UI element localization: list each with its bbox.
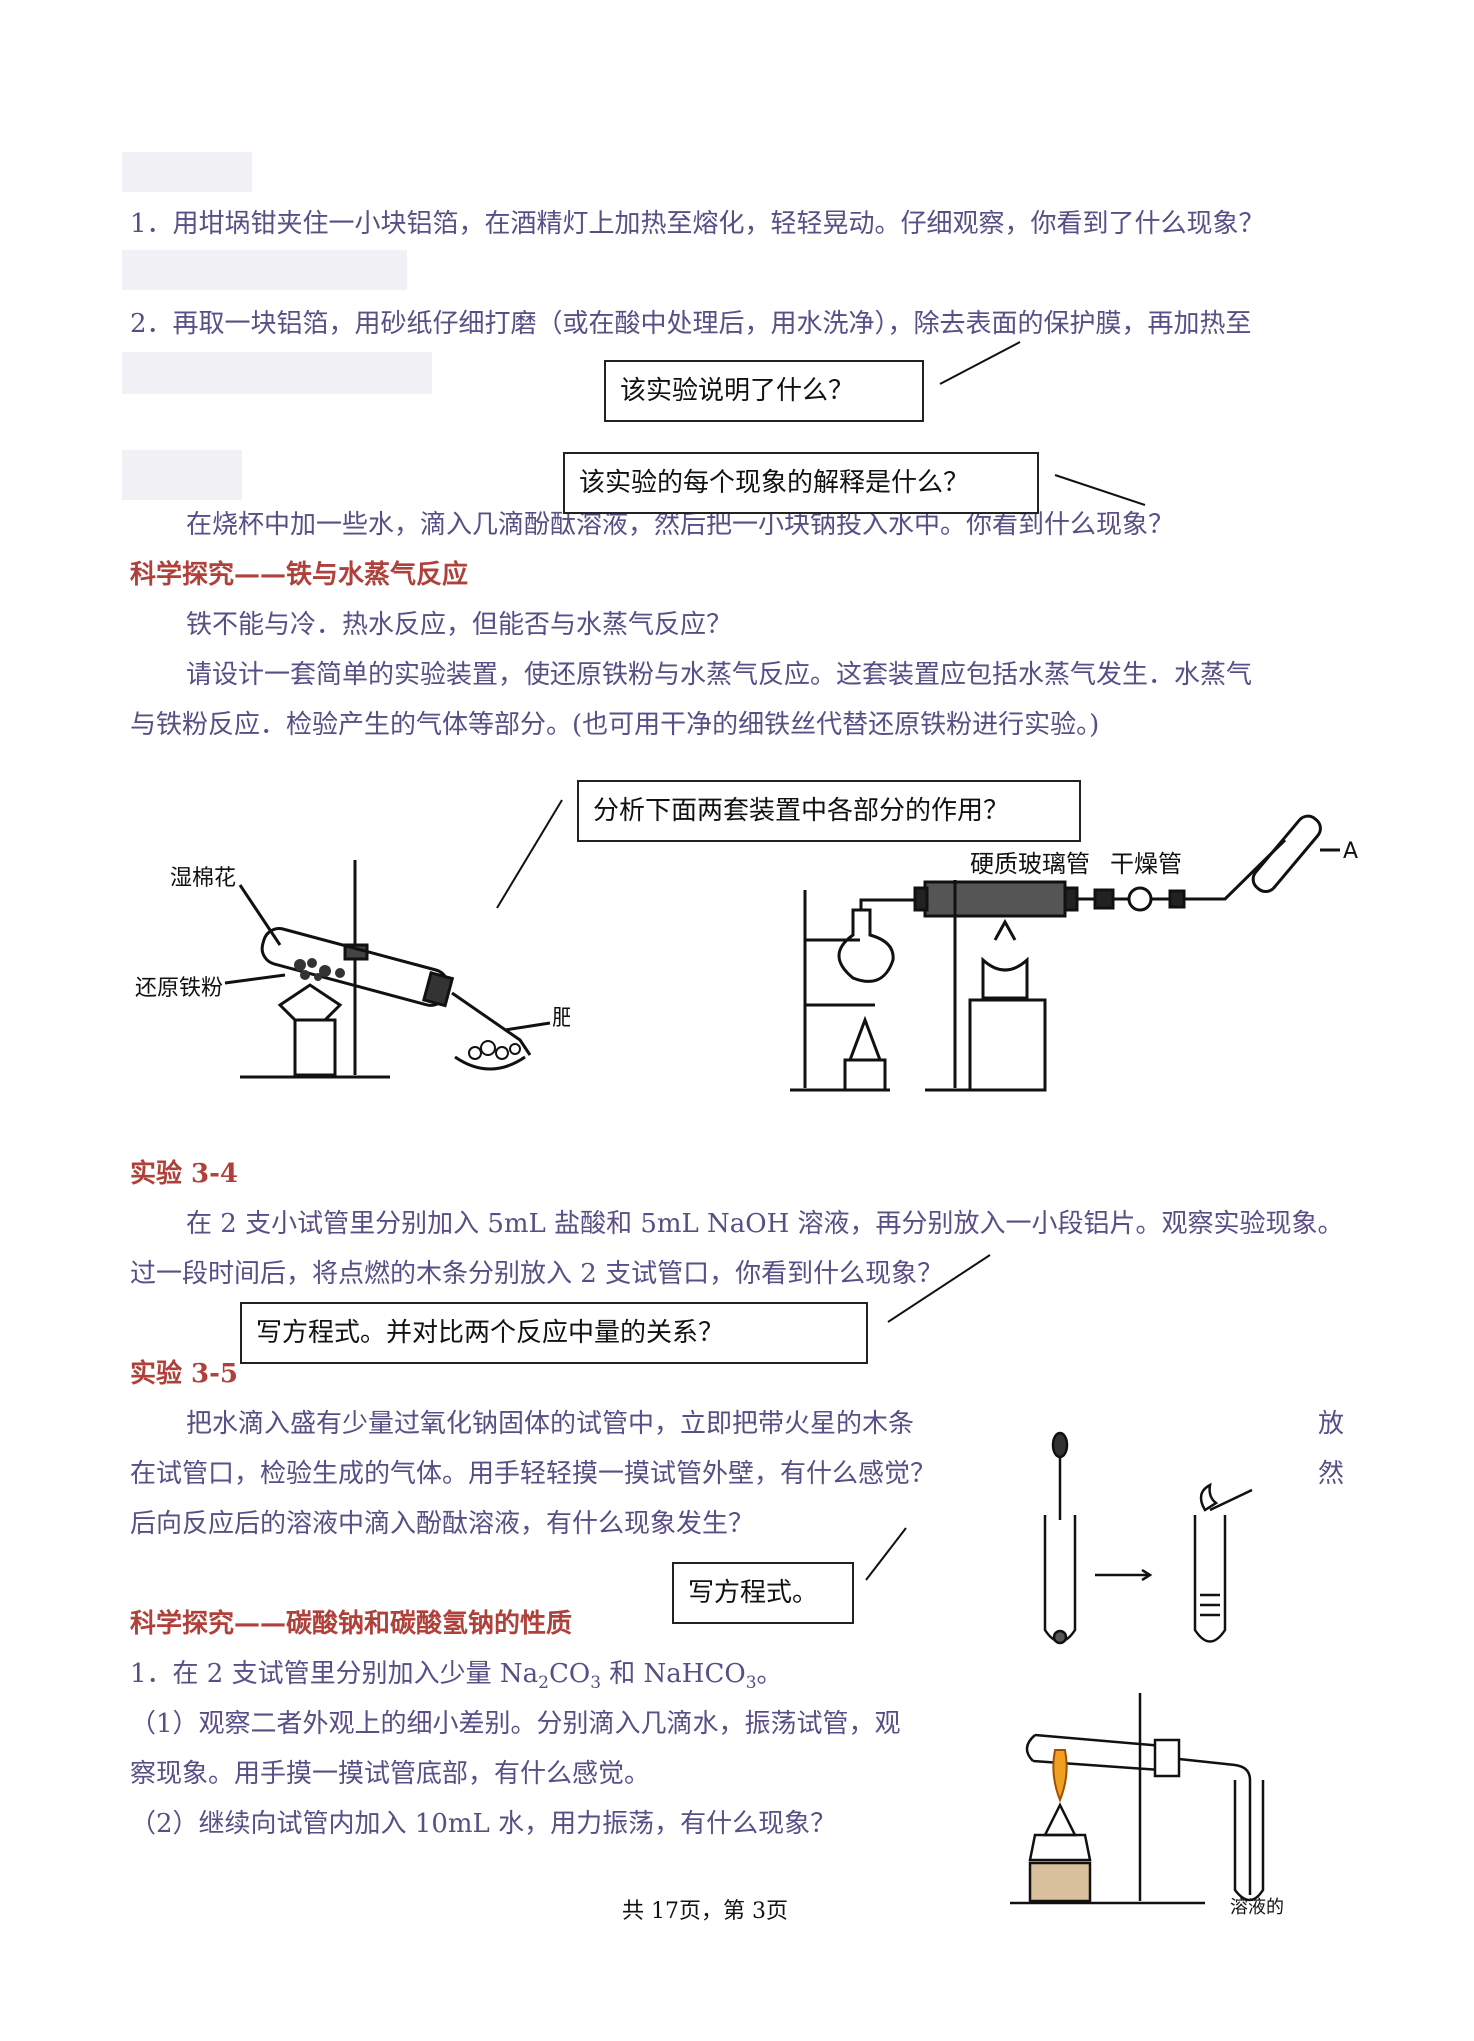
faded-mark [122,450,242,500]
label-soap-bubbles: 肥皂泡 [552,1006,570,1031]
sodium-experiment: 在烧杯中加一些水，滴入几滴酚酞溶液，然后把一小块钠投入水中。你看到什么现象？ [186,510,1175,540]
heading-exp-3-4: 实验 3-4 [130,1159,239,1189]
callout-box: 该实验说明了什么？ [604,360,924,422]
iron-design-line-2: 与铁粉反应．检验产生的气体等部分。(也可用干净的细铁丝代替还原铁粉进行实验。) [130,710,1100,740]
faded-mark [122,352,432,394]
question-1: 1．用坩埚钳夹住一小块铝箔，在酒精灯上加热至熔化，轻轻晃动。仔细观察，你看到了什… [130,209,1265,239]
carbonate-heating-figure: 溶液的 [1010,1693,1284,1915]
exp35-line-2-end: 然 [1318,1459,1345,1489]
carbonate-line-1: 1．在 2 支试管里分别加入少量 Na2CO3 和 NaHCO3。 [130,1659,783,1694]
question-2: 2．再取一块铝箔，用砂纸仔细打磨（或在酸中处理后，用水洗净），除去表面的保护膜，… [130,309,1252,339]
iron-design-line-1: 请设计一套简单的实验装置，使还原铁粉与水蒸气反应。这套装置应包括水蒸气发生．水蒸… [186,660,1253,690]
callout-box: 该实验的每个现象的解释是什么？ [563,452,1039,514]
label-point-a: A [1343,839,1358,864]
exp35-line-1: 把水滴入盛有少量过氧化钠固体的试管中，立即把带火星的木条 [186,1409,915,1439]
callout-box: 写方程式。并对比两个反应中量的关系？ [240,1302,868,1364]
label-wet-cotton: 湿棉花 [170,866,236,891]
heading-exp-3-5: 实验 3-5 [130,1359,239,1389]
heading-carbonate: 科学探究——碳酸钠和碳酸氢钠的性质 [130,1609,573,1639]
exp35-line-1-end: 放 [1318,1409,1345,1439]
callout-box: 分析下面两套装置中各部分的作用？ [577,780,1081,842]
exp35-line-2: 在试管口，检验生成的气体。用手轻轻摸一摸试管外壁，有什么感觉？ [130,1459,937,1489]
label-iron-powder: 还原铁粉 [135,976,223,1001]
label-drying-tube: 干燥管 [1110,850,1182,878]
label-hard-glass-tube: 硬质玻璃管 [970,850,1090,878]
page-footer: 共 17页，第 3页 [622,1899,788,1924]
callout-box: 写方程式。 [672,1562,854,1624]
iron-steam-apparatus-figure: 湿棉花 还原铁粉 肥皂泡 [135,860,570,1079]
label-solution: 溶液的 [1230,1897,1284,1915]
heading-iron: 科学探究——铁与水蒸气反应 [130,560,469,590]
exp35-line-3: 后向反应后的溶液中滴入酚酞溶液，有什么现象发生？ [130,1509,755,1539]
faded-mark [122,250,407,290]
carbonate-line-2b: 察现象。用手摸一摸试管底部，有什么感觉。 [130,1759,651,1789]
exp34-line-1: 在 2 支小试管里分别加入 5mL 盐酸和 5mL NaOH 溶液，再分别放入一… [186,1209,1344,1239]
carbonate-line-2a: （1）观察二者外观上的细小差别。分别滴入几滴水，振荡试管，观 [130,1709,901,1739]
exp34-line-2: 过一段时间后，将点燃的木条分别放入 2 支试管口，你看到什么现象？ [130,1259,944,1289]
peroxide-test-tube-figure [1043,1431,1253,1645]
faded-mark [122,152,252,192]
iron-question: 铁不能与冷．热水反应，但能否与水蒸气反应？ [186,610,733,640]
carbonate-line-3: （2）继续向试管内加入 10mL 水，用力振荡，有什么现象？ [130,1809,837,1839]
steam-generator-apparatus-figure: 硬质玻璃管 干燥管 A [790,814,1358,1092]
